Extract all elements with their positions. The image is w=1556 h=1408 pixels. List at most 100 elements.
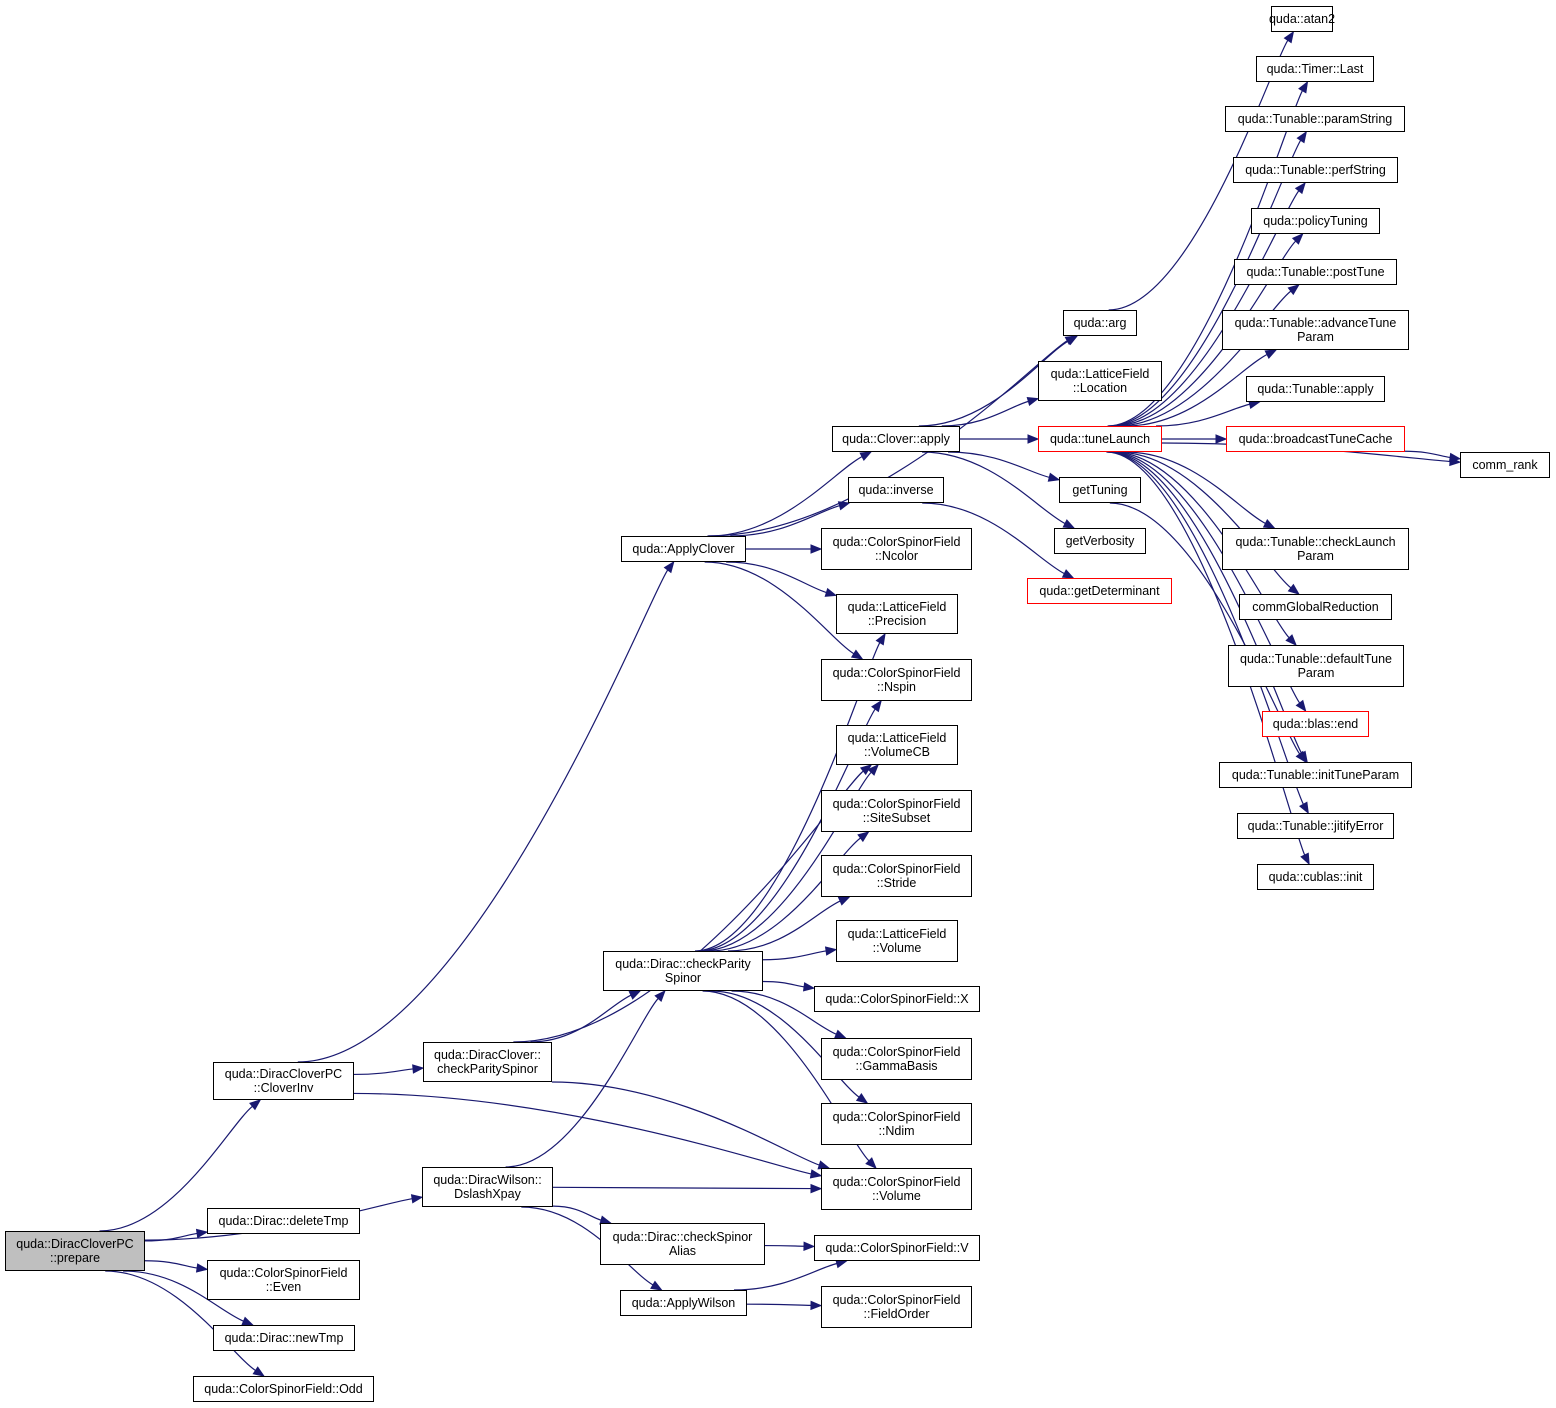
- node-label: quda::Tunable::advanceTune: [1234, 316, 1397, 330]
- node-blasend[interactable]: quda::blas::end: [1262, 711, 1369, 737]
- node-cloverinv[interactable]: quda::DiracCloverPC::CloverInv: [213, 1062, 354, 1100]
- node-label: quda::DiracWilson::: [433, 1173, 542, 1187]
- node-atan2[interactable]: quda::atan2: [1269, 6, 1335, 32]
- node-label: quda::ColorSpinorField: [832, 862, 961, 876]
- node-tunableapply[interactable]: quda::Tunable::apply: [1246, 376, 1385, 402]
- node-applyclover[interactable]: quda::ApplyClover: [621, 536, 746, 562]
- edge-arrowhead: [1026, 396, 1040, 407]
- node-tunelaunch[interactable]: quda::tuneLaunch: [1038, 426, 1162, 452]
- edge-arrowhead: [654, 990, 666, 1002]
- node-inverse[interactable]: quda::inverse: [848, 477, 944, 503]
- edge-arrowhead: [1448, 452, 1462, 463]
- edge-dcparity-to-gammabasis: [731, 990, 837, 1035]
- edge-arrowhead: [1299, 801, 1309, 815]
- node-dcclover[interactable]: quda::DiracClover::checkParitySpinor: [423, 1042, 552, 1082]
- edge-dcclover-to-dcparity: [530, 994, 632, 1043]
- node-label: ::Volume: [872, 1189, 921, 1203]
- node-commrank[interactable]: comm_rank: [1460, 452, 1550, 478]
- node-label: quda::Tunable::postTune: [1246, 265, 1385, 279]
- node-lfvolume[interactable]: quda::LatticeField::Volume: [836, 920, 958, 962]
- node-label: ::SiteSubset: [862, 811, 931, 825]
- node-odd[interactable]: quda::ColorSpinorField::Odd: [193, 1376, 374, 1402]
- node-getverbosity[interactable]: getVerbosity: [1054, 528, 1146, 554]
- node-label: quda::ColorSpinorField: [832, 1110, 961, 1124]
- edge-applywilson-to-csfv: [733, 1262, 838, 1291]
- node-cloverapply[interactable]: quda::Clover::apply: [832, 426, 960, 452]
- edge-arrowhead: [809, 1169, 823, 1179]
- node-broadcast[interactable]: quda::broadcastTuneCache: [1226, 426, 1405, 452]
- node-label: quda::Dirac::checkParity: [615, 957, 751, 971]
- edge-arrowhead: [810, 1183, 823, 1194]
- edge-arrowhead: [1062, 519, 1076, 529]
- edge-prepare-to-cloverinv: [99, 1105, 253, 1232]
- edge-inverse-to-getdet: [922, 502, 1065, 575]
- node-label: getTuning: [1072, 483, 1128, 497]
- node-perfstring[interactable]: quda::Tunable::perfString: [1233, 157, 1398, 183]
- edge-arrowhead: [410, 1194, 424, 1204]
- edge-arrowhead: [867, 764, 879, 776]
- node-label: comm_rank: [1472, 458, 1538, 472]
- node-volumecb[interactable]: quda::LatticeField::VolumeCB: [836, 725, 958, 765]
- node-fieldorder[interactable]: quda::ColorSpinorField::FieldOrder: [821, 1286, 972, 1328]
- node-csfv[interactable]: quda::ColorSpinorField::V: [814, 1235, 980, 1261]
- node-applywilson[interactable]: quda::ApplyWilson: [620, 1290, 747, 1316]
- edge-arrowhead: [850, 649, 864, 660]
- edge-arrowhead: [252, 1366, 265, 1377]
- node-label: quda::ApplyClover: [632, 542, 735, 556]
- node-timerlast[interactable]: quda::Timer::Last: [1256, 56, 1374, 82]
- node-label: quda::ColorSpinorField: [219, 1266, 348, 1280]
- node-label: quda::Tunable::paramString: [1237, 112, 1393, 126]
- node-ncolor[interactable]: quda::ColorSpinorField::Ncolor: [821, 528, 972, 570]
- node-label: quda::Tunable::perfString: [1245, 163, 1386, 177]
- node-csfx[interactable]: quda::ColorSpinorField::X: [814, 986, 980, 1012]
- node-arg[interactable]: quda::arg: [1063, 310, 1137, 336]
- node-label: quda::ColorSpinorField: [832, 1175, 961, 1189]
- node-posttune[interactable]: quda::Tunable::postTune: [1234, 259, 1397, 285]
- edge-cloverinv-to-csfvolume: [353, 1092, 812, 1175]
- node-csfvolume[interactable]: quda::ColorSpinorField::Volume: [821, 1168, 972, 1210]
- node-label: quda::Tunable::initTuneParam: [1231, 768, 1400, 782]
- edge-arrowhead: [1294, 181, 1306, 195]
- node-policytuning[interactable]: quda::policyTuning: [1251, 208, 1380, 234]
- node-paramstring[interactable]: quda::Tunable::paramString: [1225, 106, 1405, 132]
- node-deletetmp[interactable]: quda::Dirac::deleteTmp: [207, 1208, 360, 1234]
- node-label: quda::ColorSpinorField: [832, 1293, 961, 1307]
- node-inittune[interactable]: quda::Tunable::initTuneParam: [1219, 762, 1412, 788]
- node-label: quda::DiracClover::: [434, 1048, 541, 1062]
- edge-arrowhead: [1298, 80, 1309, 94]
- node-label: ::GammaBasis: [855, 1059, 938, 1073]
- node-jitify[interactable]: quda::Tunable::jitifyError: [1237, 813, 1394, 839]
- node-label: Param: [1297, 666, 1335, 680]
- node-sitesubset[interactable]: quda::ColorSpinorField::SiteSubset: [821, 790, 972, 832]
- node-precision[interactable]: quda::LatticeField::Precision: [836, 594, 958, 634]
- node-label: ::Volume: [872, 941, 922, 955]
- node-even[interactable]: quda::ColorSpinorField::Even: [207, 1260, 360, 1300]
- edge-arrowhead: [241, 1316, 255, 1326]
- edge-arrowhead: [1027, 434, 1040, 444]
- node-label: Alias: [668, 1244, 697, 1258]
- node-cublasinit[interactable]: quda::cublas::init: [1257, 864, 1374, 890]
- edge-arrowhead: [857, 831, 870, 843]
- node-label: quda::Tunable::checkLaunch: [1235, 535, 1396, 549]
- node-gettuning[interactable]: getTuning: [1059, 477, 1141, 503]
- node-getdet[interactable]: quda::getDeterminant: [1027, 578, 1172, 604]
- node-newtmp[interactable]: quda::Dirac::newTmp: [213, 1325, 355, 1351]
- node-stride[interactable]: quda::ColorSpinorField::Stride: [821, 855, 972, 897]
- node-label: ::Stride: [876, 876, 917, 890]
- node-label: quda::LatticeField: [847, 731, 947, 745]
- node-ndim[interactable]: quda::ColorSpinorField::Ndim: [821, 1103, 972, 1145]
- node-location[interactable]: quda::LatticeField::Location: [1038, 361, 1162, 401]
- node-nspin[interactable]: quda::ColorSpinorField::Nspin: [821, 659, 972, 701]
- node-dslashxpay[interactable]: quda::DiracWilson::DslashXpay: [422, 1167, 553, 1207]
- edge-cloverapply-to-location: [941, 400, 1029, 427]
- edge-dcparity-to-ndim: [710, 990, 860, 1098]
- edge-prepare-to-deletetmp: [144, 1232, 198, 1242]
- edge-arrowhead: [859, 451, 873, 462]
- node-gammabasis[interactable]: quda::ColorSpinorField::GammaBasis: [821, 1038, 972, 1080]
- node-commglobal[interactable]: commGlobalReduction: [1239, 594, 1392, 620]
